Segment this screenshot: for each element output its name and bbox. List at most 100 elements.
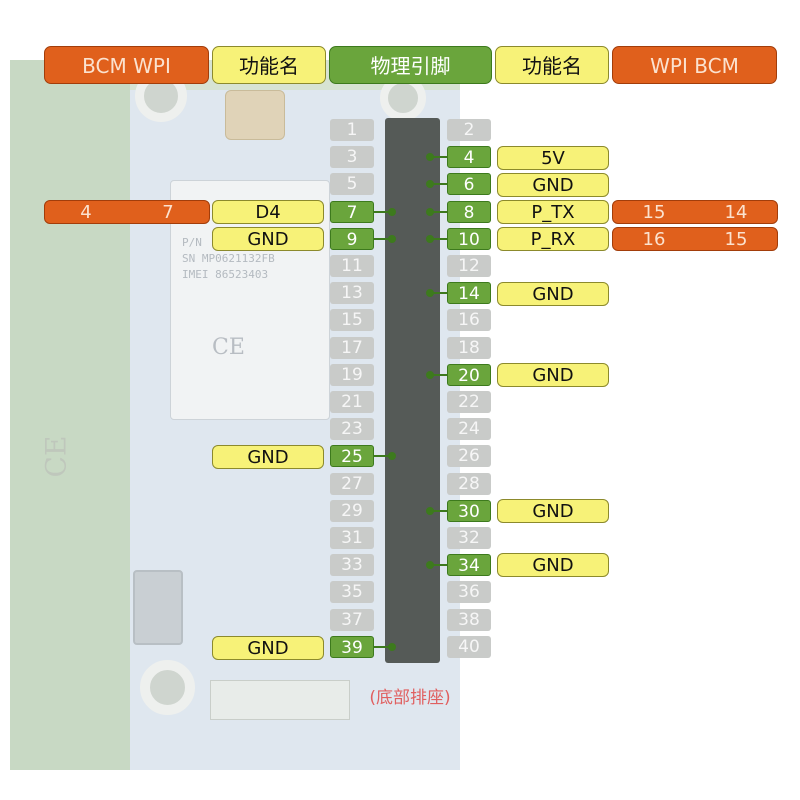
pin-header bbox=[385, 118, 440, 663]
pin-9: 9 bbox=[330, 228, 374, 250]
pin-12: 12 bbox=[447, 255, 491, 277]
antenna-connector bbox=[225, 90, 285, 140]
connector-left-25 bbox=[374, 455, 392, 457]
header-bcm-wpi: BCM WPI bbox=[44, 46, 209, 84]
pin-37: 37 bbox=[330, 609, 374, 631]
bottom-connector bbox=[210, 680, 350, 720]
header-physical-pin: 物理引脚 bbox=[329, 46, 492, 84]
connector-right-10 bbox=[430, 238, 447, 240]
pin-14: 14 bbox=[447, 282, 491, 304]
pin-39: 39 bbox=[330, 636, 374, 658]
pin-23: 23 bbox=[330, 418, 374, 440]
connector-right-4-dot bbox=[426, 153, 434, 161]
pin-35: 35 bbox=[330, 581, 374, 603]
pin-32: 32 bbox=[447, 527, 491, 549]
pin-17: 17 bbox=[330, 337, 374, 359]
raspberry-pi-board bbox=[10, 60, 130, 770]
connector-left-25-dot bbox=[388, 452, 396, 460]
pin-29: 29 bbox=[330, 500, 374, 522]
pin-15: 15 bbox=[330, 309, 374, 331]
pin-34: 34 bbox=[447, 554, 491, 576]
pin25-function: GND bbox=[212, 445, 324, 469]
ce-mark: CE bbox=[39, 435, 73, 478]
pin-18: 18 bbox=[447, 337, 491, 359]
pin-1: 1 bbox=[330, 119, 374, 141]
pin30-function: GND bbox=[497, 499, 609, 523]
pin-38: 38 bbox=[447, 609, 491, 631]
connector-right-8-dot bbox=[426, 208, 434, 216]
connector-right-8 bbox=[430, 211, 447, 213]
pin8-wpi: 15 bbox=[642, 202, 666, 223]
connector-left-7 bbox=[374, 211, 392, 213]
pin-36: 36 bbox=[447, 581, 491, 603]
pin-6: 6 bbox=[447, 173, 491, 195]
connector-right-30 bbox=[430, 510, 447, 512]
header-function-name: 功能名 bbox=[212, 46, 326, 84]
pin-28: 28 bbox=[447, 473, 491, 495]
pin-20: 20 bbox=[447, 364, 491, 386]
pin-11: 11 bbox=[330, 255, 374, 277]
ce-mark: CE bbox=[212, 335, 245, 360]
pin-19: 19 bbox=[330, 364, 374, 386]
connector-right-4 bbox=[430, 156, 447, 158]
pin39-function: GND bbox=[212, 636, 324, 660]
connector-left-39 bbox=[374, 646, 392, 648]
pin7-bcm: 4 bbox=[80, 202, 92, 223]
pin-7: 7 bbox=[330, 201, 374, 223]
pin-26: 26 bbox=[447, 445, 491, 467]
pin14-function: GND bbox=[497, 282, 609, 306]
pin-22: 22 bbox=[447, 391, 491, 413]
pin-33: 33 bbox=[330, 554, 374, 576]
pin-27: 27 bbox=[330, 473, 374, 495]
pin8-bcm: 14 bbox=[724, 202, 748, 223]
connector-left-39-dot bbox=[388, 643, 396, 651]
pin4-function: 5V bbox=[497, 146, 609, 170]
connector-left-9-dot bbox=[388, 235, 396, 243]
pin8-function: P_TX bbox=[497, 200, 609, 224]
connector-right-14-dot bbox=[426, 289, 434, 297]
connector-left-9 bbox=[374, 238, 392, 240]
pin-3: 3 bbox=[330, 146, 374, 168]
connector-right-34 bbox=[430, 564, 447, 566]
usb-port bbox=[133, 570, 183, 645]
pin-2: 2 bbox=[447, 119, 491, 141]
connector-right-20-dot bbox=[426, 371, 434, 379]
pin34-function: GND bbox=[497, 553, 609, 577]
pin-10: 10 bbox=[447, 228, 491, 250]
bottom-header-note: (底部排座) bbox=[369, 688, 451, 708]
pin10-bcm: 15 bbox=[724, 229, 748, 250]
pin7-wpi: 7 bbox=[162, 202, 174, 223]
connector-right-20 bbox=[430, 374, 447, 376]
pin7-function: D4 bbox=[212, 200, 324, 224]
pin10-wpi: 16 bbox=[642, 229, 666, 250]
pin-30: 30 bbox=[447, 500, 491, 522]
module-label-text: P/N SN MP0621132FB IMEI 86523403 bbox=[182, 236, 275, 281]
header-function-name: 功能名 bbox=[495, 46, 609, 84]
pin-21: 21 bbox=[330, 391, 374, 413]
connector-left-7-dot bbox=[388, 208, 396, 216]
pin-31: 31 bbox=[330, 527, 374, 549]
connector-right-34-dot bbox=[426, 561, 434, 569]
pin-25: 25 bbox=[330, 445, 374, 467]
pin-13: 13 bbox=[330, 282, 374, 304]
pin-24: 24 bbox=[447, 418, 491, 440]
pin10-function: P_RX bbox=[497, 227, 609, 251]
pin-40: 40 bbox=[447, 636, 491, 658]
pin20-function: GND bbox=[497, 363, 609, 387]
header-wpi-bcm: WPI BCM bbox=[612, 46, 777, 84]
connector-right-30-dot bbox=[426, 507, 434, 515]
pin-4: 4 bbox=[447, 146, 491, 168]
pin9-function: GND bbox=[212, 227, 324, 251]
connector-right-6-dot bbox=[426, 180, 434, 188]
connector-right-10-dot bbox=[426, 235, 434, 243]
pin6-function: GND bbox=[497, 173, 609, 197]
pin-16: 16 bbox=[447, 309, 491, 331]
connector-right-14 bbox=[430, 292, 447, 294]
pin-5: 5 bbox=[330, 173, 374, 195]
connector-right-6 bbox=[430, 183, 447, 185]
pin-8: 8 bbox=[447, 201, 491, 223]
mount-hole bbox=[140, 660, 195, 715]
